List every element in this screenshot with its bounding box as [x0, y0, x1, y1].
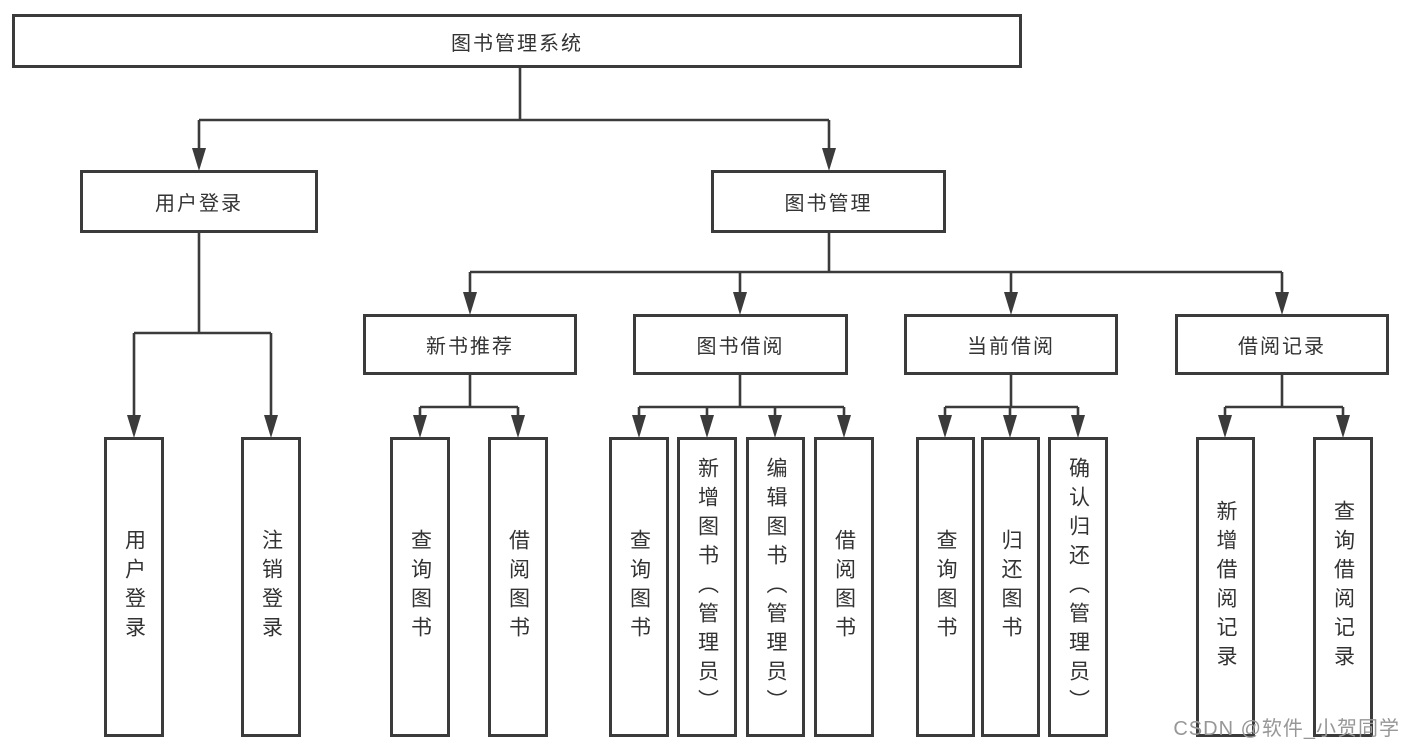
node-new-book-recommend: 新书推荐	[363, 314, 577, 375]
node-book-mgmt-label: 图书管理	[784, 193, 873, 215]
node-book-borrow-label: 图书借阅	[696, 336, 785, 358]
arrow-head	[700, 415, 714, 438]
leaf-edit-book-admin-label: 编辑图书（管理员）	[764, 456, 787, 718]
node-borrow-record-label: 借阅记录	[1238, 336, 1326, 358]
node-user-login: 用户登录	[80, 170, 318, 233]
leaf-query-borrow-record-label: 查询借阅记录	[1331, 500, 1355, 674]
arrow-head	[264, 415, 278, 438]
leaf-return-book-label: 归还图书	[999, 529, 1022, 645]
arrow-head	[1003, 415, 1017, 438]
arrow-head	[413, 415, 427, 438]
arrow-head	[938, 415, 952, 438]
node-new-book-recommend-label: 新书推荐	[426, 336, 514, 358]
leaf-user-login-label: 用户登录	[122, 529, 146, 645]
leaf-add-book-admin: 新增图书（管理员）	[677, 437, 737, 737]
leaf-query-book-2: 查询图书	[609, 437, 669, 737]
leaf-query-book-3-label: 查询图书	[934, 529, 957, 645]
leaf-user-login: 用户登录	[104, 437, 164, 737]
node-user-login-label: 用户登录	[155, 193, 243, 215]
leaf-query-book-2-label: 查询图书	[627, 529, 651, 645]
leaf-query-borrow-record: 查询借阅记录	[1313, 437, 1373, 737]
leaf-borrow-book-2-label: 借阅图书	[832, 529, 856, 645]
arrow-head	[733, 292, 747, 315]
leaf-query-book-3: 查询图书	[916, 437, 975, 737]
arrow-head	[837, 415, 851, 438]
arrow-head	[192, 148, 206, 171]
arrow-head	[1275, 292, 1289, 315]
node-root: 图书管理系统	[12, 14, 1022, 68]
node-book-borrow: 图书借阅	[633, 314, 848, 375]
leaf-confirm-return-admin: 确认归还（管理员）	[1048, 437, 1108, 737]
leaf-add-book-admin-label: 新增图书（管理员）	[695, 456, 719, 718]
leaf-logout: 注销登录	[241, 437, 301, 737]
arrow-head	[1004, 292, 1018, 315]
node-book-mgmt: 图书管理	[711, 170, 946, 233]
node-current-borrow: 当前借阅	[904, 314, 1118, 375]
leaf-logout-label: 注销登录	[259, 529, 283, 645]
arrow-head	[822, 148, 836, 171]
leaf-return-book: 归还图书	[981, 437, 1040, 737]
arrow-head	[463, 292, 477, 315]
arrow-head	[1336, 415, 1350, 438]
arrow-head	[632, 415, 646, 438]
arrow-head	[1218, 415, 1232, 438]
node-current-borrow-label: 当前借阅	[967, 336, 1055, 358]
arrow-head	[127, 415, 141, 438]
arrow-head	[1071, 415, 1085, 438]
leaf-confirm-return-admin-label: 确认归还（管理员）	[1066, 456, 1090, 718]
node-root-label: 图书管理系统	[451, 32, 583, 55]
leaf-borrow-book-1: 借阅图书	[488, 437, 548, 737]
leaf-add-borrow-record-label: 新增借阅记录	[1214, 500, 1237, 674]
arrow-head	[768, 415, 782, 438]
leaf-add-borrow-record: 新增借阅记录	[1196, 437, 1255, 737]
csdn-watermark: CSDN @软件_小贺同学	[1173, 718, 1400, 740]
leaf-borrow-book-1-label: 借阅图书	[506, 529, 530, 645]
node-borrow-record: 借阅记录	[1175, 314, 1389, 375]
arrow-head	[511, 415, 525, 438]
leaf-query-book-1-label: 查询图书	[408, 529, 432, 645]
leaf-borrow-book-2: 借阅图书	[814, 437, 874, 737]
leaf-edit-book-admin: 编辑图书（管理员）	[746, 437, 805, 737]
leaf-query-book-1: 查询图书	[390, 437, 450, 737]
